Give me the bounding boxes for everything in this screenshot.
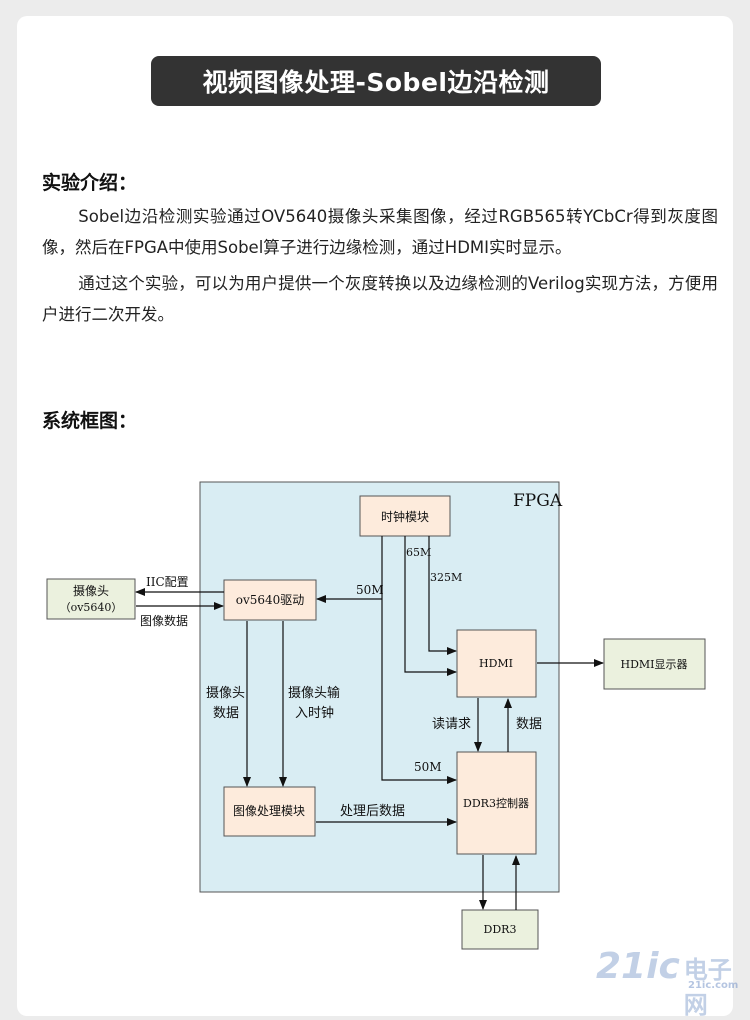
fpga-label: FPGA	[513, 491, 563, 511]
camera-data-label-1: 摄像头	[206, 686, 245, 701]
clock-65m-arrow	[404, 536, 457, 676]
clock-50m-line	[381, 536, 457, 784]
ov5640-driver-box	[223, 579, 317, 621]
hdmi-display-label: HDMI显示器	[620, 658, 687, 671]
ddr3-controller-label: DDR3控制器	[463, 796, 529, 810]
hdmi-box	[456, 629, 537, 698]
ov5640-driver-label: ov5640驱动	[236, 593, 305, 607]
hdmi-display-box	[603, 638, 706, 690]
intro-heading: 实验介绍：	[42, 172, 138, 194]
intro-paragraph-2: 通过这个实验，可以为用户提供一个灰度转换以及边缘检测的Verilog实现方法，方…	[42, 274, 718, 324]
clock-325m-arrow	[428, 536, 457, 655]
freq-50m-label-a: 50M	[356, 583, 384, 597]
data-label: 数据	[516, 717, 542, 732]
read-request-label: 读请求	[432, 717, 471, 732]
freq-65m-label: 65M	[406, 546, 431, 559]
camera-clock-label-2: 入时钟	[295, 705, 334, 721]
camera-box	[46, 578, 136, 620]
freq-50m-label-b: 50M	[414, 760, 442, 774]
block-diagram: FPGA 时钟模块 摄像头 （ov5640） ov5640驱动 HDMI HDM…	[46, 481, 706, 950]
page-title: 视频图像处理-Sobel边沿检测	[151, 56, 601, 106]
clock-module-label: 时钟模块	[381, 509, 429, 524]
watermark-number: 21ic	[596, 946, 680, 987]
system-heading: 系统框图：	[42, 410, 138, 432]
camera-clock-label-1: 摄像头输	[288, 685, 340, 701]
watermark-logo: 21ic 电子网 21ic.com	[596, 946, 750, 1020]
intro-paragraph-1: Sobel边沿检测实验通过OV5640摄像头采集图像，经过RGB565转YCbC…	[42, 207, 718, 257]
freq-325m-label: 325M	[430, 571, 462, 584]
ddr3-label: DDR3	[484, 923, 517, 936]
camera-label-2: （ov5640）	[60, 601, 123, 614]
ddr3-box	[461, 909, 539, 950]
camera-data-label-2: 数据	[213, 706, 239, 721]
hdmi-label: HDMI	[479, 657, 513, 670]
image-processing-box	[223, 786, 316, 837]
processed-data-label: 处理后数据	[340, 804, 405, 819]
image-processing-label: 图像处理模块	[233, 804, 305, 818]
clock-module-box	[359, 495, 451, 537]
ddr3-controller-box	[456, 751, 537, 855]
watermark-domain: 21ic.com	[688, 980, 739, 991]
image-data-label: 图像数据	[140, 613, 188, 628]
iic-config-label: IIC配置	[146, 575, 189, 589]
camera-label-1: 摄像头	[73, 583, 109, 598]
